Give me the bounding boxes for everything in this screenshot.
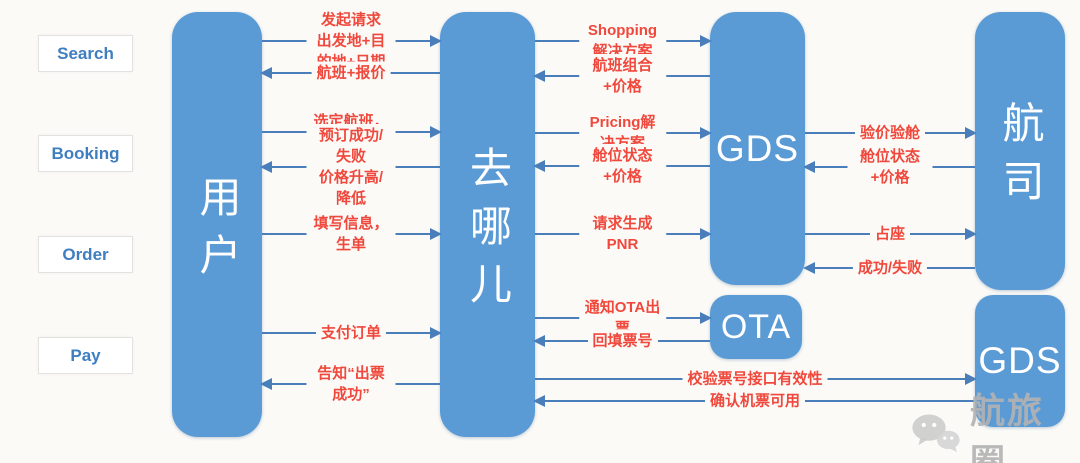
entity-gds-top-label: GDS	[715, 127, 800, 169]
entity-user: 用户	[172, 12, 262, 437]
arrow-hold-seat: 占座	[805, 222, 977, 246]
arrow-pricing-solution: Pricing解决方案	[535, 111, 712, 155]
stage-order-label: Order	[62, 244, 109, 264]
arrow-verify-ticket-interface-label: 校验票号接口有效性	[682, 367, 828, 391]
arrow-initiate-request: 发起请求 出发地+目的地+日期	[262, 8, 442, 74]
stage-pay-label: Pay	[70, 345, 101, 365]
arrow-success-fail-label: 成功/失败	[852, 256, 928, 280]
watermark-label: 航旅圈	[970, 392, 1045, 463]
arrow-success-fail: 成功/失败	[803, 256, 975, 280]
arrow-ticket-issued-notice-label: 告知“出票成功”	[306, 362, 396, 406]
arrow-notify-ota-issue: 通知OTA出票	[535, 296, 712, 340]
arrow-flight-quote: 航班+报价	[260, 61, 440, 85]
entity-qunar: 去哪儿	[440, 12, 535, 437]
arrow-cabin-status-price: 舱位状态+价格	[533, 144, 710, 188]
arrow-verify-price-cabin-label: 验价验舱	[854, 121, 926, 145]
stage-booking: Booking	[38, 135, 133, 172]
stage-search: Search	[38, 35, 133, 72]
arrow-pay-order: 支付订单	[262, 321, 442, 345]
watermark: 航旅圈	[908, 383, 1080, 463]
entity-gds-bottom: GDS	[975, 295, 1065, 427]
arrow-booking-result-label: 预订成功/失败 价格升高/降低	[306, 124, 396, 210]
arrow-cabin-status-price-airline-label: 舱位状态+价格	[847, 145, 933, 189]
stage-pay: Pay	[38, 337, 133, 374]
arrow-flight-combo-price: 航班组合+价格	[533, 54, 710, 98]
stage-booking-label: Booking	[51, 143, 120, 163]
arrow-flight-quote-label: 航班+报价	[311, 61, 391, 85]
arrow-shopping-solution: Shopping解决方案	[535, 19, 712, 63]
arrow-verify-ticket-interface: 校验票号接口有效性	[535, 367, 977, 391]
entity-gds-top: GDS	[710, 12, 805, 285]
entity-airline-label: 航司	[997, 101, 1044, 217]
entity-qunar-label: 去哪儿	[464, 145, 512, 320]
entity-gds-bottom-label: GDS	[978, 340, 1062, 381]
arrow-return-ticket-number: 回填票号	[533, 329, 710, 353]
stage-order: Order	[38, 236, 133, 273]
arrow-cabin-status-price-label: 舱位状态+价格	[578, 144, 667, 188]
arrow-return-ticket-number-label: 回填票号	[587, 329, 658, 353]
arrow-fill-info-create-order-label: 填写信息，生单	[306, 212, 396, 256]
arrow-cabin-status-price-airline: 舱位状态+价格	[803, 145, 975, 189]
arrow-ticket-issued-notice: 告知“出票成功”	[260, 362, 440, 406]
arrow-pay-order-label: 支付订单	[315, 321, 387, 345]
entity-user-label: 用户	[194, 174, 241, 291]
entity-ota: OTA	[710, 295, 802, 359]
entity-airline: 航司	[975, 12, 1065, 290]
stage-search-label: Search	[57, 43, 114, 63]
arrow-fill-info-create-order: 填写信息，生单	[262, 212, 442, 256]
arrow-hold-seat-label: 占座	[869, 222, 911, 246]
wechat-chat-bubbles-icon	[908, 411, 964, 458]
arrow-booking-result: 预订成功/失败 价格升高/降低	[260, 124, 440, 210]
arrow-request-pnr-label: 请求生成PNR	[578, 212, 667, 256]
arrow-verify-price-cabin: 验价验舱	[805, 121, 977, 145]
arrow-flight-combo-price-label: 航班组合+价格	[578, 54, 667, 98]
arrow-request-pnr: 请求生成PNR	[535, 212, 712, 256]
arrow-confirm-ticket-valid: 确认机票可用	[533, 389, 975, 413]
entity-ota-label: OTA	[720, 307, 792, 346]
arrow-confirm-ticket-valid-label: 确认机票可用	[704, 389, 806, 413]
